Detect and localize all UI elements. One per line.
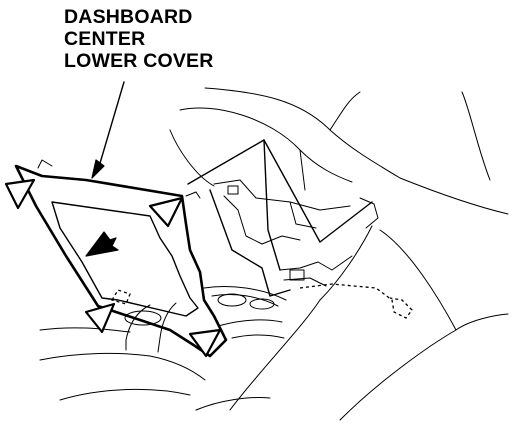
callout-label-line-1: DASHBOARD	[64, 6, 193, 28]
clip-marker-top-left	[4, 178, 36, 210]
removal-direction-arrow	[85, 231, 119, 257]
clip-marker-bottom-right	[188, 328, 222, 358]
callout-label-line-2: CENTER	[64, 28, 146, 50]
callout-label-line-3: LOWER COVER	[64, 50, 214, 72]
dashboard-center-lower-cover	[14, 159, 228, 358]
callout-label: DASHBOARD CENTER LOWER COVER	[64, 6, 214, 72]
clip-markers	[4, 178, 222, 358]
callout-leader	[91, 81, 125, 179]
mounting-bracket	[187, 139, 379, 297]
clip-marker-top-right	[148, 196, 184, 228]
clip-marker-bottom-left	[84, 302, 116, 334]
dashboard-background-outline	[39, 87, 509, 421]
hidden-clip-outline	[111, 283, 413, 319]
